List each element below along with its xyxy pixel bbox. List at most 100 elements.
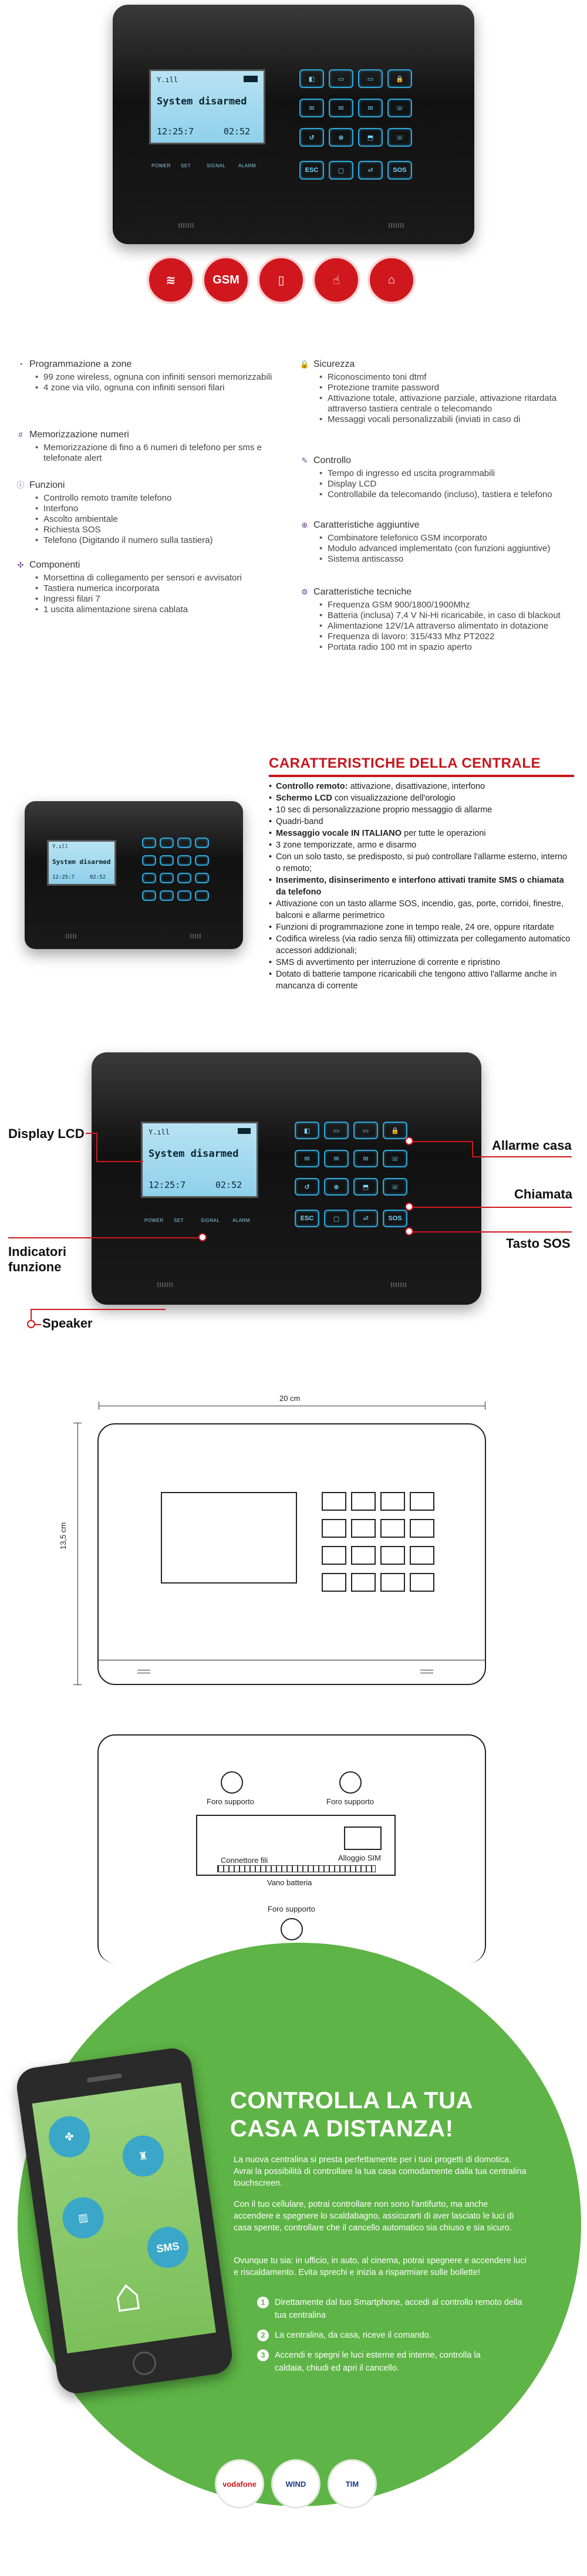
diagram-lcd-time: 12:25:7: [149, 1180, 186, 1190]
keypad-key: [351, 1492, 376, 1511]
diagram-key[interactable]: ☏: [383, 1178, 407, 1196]
feature-control: ✎Controllo Tempo di ingresso ed uscita p…: [301, 455, 575, 500]
small-key[interactable]: [195, 838, 209, 848]
feature-item: Protezione tramite password: [319, 383, 575, 393]
diagram-key[interactable]: ↺: [295, 1178, 319, 1196]
small-key[interactable]: [177, 890, 191, 901]
callout-line: [96, 1161, 143, 1162]
diagram-key[interactable]: ⏎: [353, 1210, 378, 1227]
front-keypad: [322, 1492, 439, 1594]
step-text: Direttamente dal tuo Smartphone, accedi …: [275, 2298, 522, 2320]
diagram-key[interactable]: ⊕: [324, 1178, 349, 1196]
diagram-key[interactable]: ☏: [383, 1150, 407, 1167]
key-3[interactable]: ▭: [358, 69, 383, 88]
key-4[interactable]: 🔒: [387, 69, 412, 88]
plus-circle-icon: ⊕: [301, 521, 308, 529]
sms-icon: SMS: [144, 2224, 191, 2271]
speaker-right: [190, 934, 202, 938]
feature-item: Richiesta SOS: [35, 525, 275, 535]
gsm-badge: GSM: [202, 256, 250, 304]
feature-item: Memorizzazione di fino a 6 numeri di tel…: [35, 443, 275, 464]
esc-key[interactable]: ESC: [299, 161, 324, 180]
diagram-key[interactable]: ▭: [324, 1122, 349, 1139]
caratteristiche-rule: [269, 775, 574, 777]
key-11[interactable]: ⬒: [358, 128, 383, 147]
feature-item: Display LCD: [319, 479, 575, 489]
green-paragraph-2: Con il tuo cellulare, potrai controllare…: [234, 2200, 514, 2233]
key-12[interactable]: ☏: [387, 128, 412, 147]
indicator-signal: SIGNAL: [201, 1218, 220, 1223]
small-key[interactable]: [160, 873, 174, 883]
keypad-key: [410, 1573, 434, 1592]
feature-item: 1 uscita alimentazione sirena cablata: [35, 605, 275, 615]
diagram-key[interactable]: ▭: [353, 1122, 378, 1139]
small-key[interactable]: [142, 873, 156, 883]
callout-dot: [405, 1227, 413, 1235]
callout-line: [413, 1141, 472, 1142]
small-key[interactable]: [142, 855, 156, 866]
fan-icon: ✤: [46, 2114, 93, 2160]
speaker-left: [66, 934, 77, 938]
enter-key[interactable]: ⏎: [358, 161, 383, 180]
feature-item: Batteria (inclusa) 7,4 V Ni-Hi ricaricab…: [319, 610, 575, 621]
clock-icon: ◔: [18, 360, 23, 369]
speaker-right: [391, 1282, 407, 1287]
house-icon: ⌂: [109, 2266, 145, 2322]
sos-key[interactable]: SOS: [387, 161, 412, 180]
zero-key[interactable]: ▢: [329, 161, 353, 180]
small-lcd-time: 12:25:7: [52, 875, 75, 880]
diagram-key[interactable]: ▢: [324, 1210, 349, 1227]
feature-item: Attivazione totale, attivazione parziale…: [319, 393, 575, 414]
small-key[interactable]: [160, 890, 174, 901]
diagram-key[interactable]: ◧: [295, 1122, 319, 1139]
diagram-sos-key[interactable]: SOS: [383, 1210, 407, 1227]
small-key[interactable]: [160, 838, 174, 848]
small-key[interactable]: [195, 855, 209, 866]
car-item: 3 zone temporizzate, armo e disarmo: [269, 839, 574, 851]
dim-height-tick-b: [73, 1684, 82, 1685]
key-6[interactable]: ✉: [329, 99, 353, 117]
dim-width-label: 20 cm: [279, 1394, 301, 1403]
small-key[interactable]: [177, 838, 191, 848]
label-display-lcd: Display LCD: [8, 1126, 85, 1141]
key-2[interactable]: ▭: [329, 69, 353, 88]
small-key[interactable]: [142, 890, 156, 901]
diagram-key[interactable]: ⬒: [353, 1178, 378, 1196]
small-key[interactable]: [177, 873, 191, 883]
lcd-status-text: System disarmed: [157, 96, 247, 107]
feature-item: Controllabile da telecomando (incluso), …: [319, 489, 575, 500]
key-7[interactable]: ✉: [358, 99, 383, 117]
gear-icon: ⚙: [301, 588, 308, 596]
feature-item: Interfono: [35, 504, 275, 514]
green-title-line2: CASA A DISTANZA!: [230, 2116, 454, 2142]
keypad-key: [322, 1546, 346, 1565]
signal-icon: Y.ıll: [52, 844, 69, 850]
feature-item: Ascolto ambientale: [35, 514, 275, 525]
diagram-key[interactable]: ✉: [295, 1150, 319, 1167]
feature-item: 99 zone wireless, ognuna con infiniti se…: [35, 372, 275, 383]
indicator-set: SET: [181, 163, 191, 168]
key-8[interactable]: ☏: [387, 99, 412, 117]
small-key[interactable]: [160, 855, 174, 866]
small-key[interactable]: [142, 838, 156, 848]
key-9[interactable]: ↺: [299, 128, 324, 147]
tim-logo: TIM: [328, 2459, 377, 2509]
small-key[interactable]: [177, 855, 191, 866]
indicator-power: POWER: [144, 1218, 164, 1223]
signal-icon: Y.ıll: [149, 1128, 170, 1136]
foro-label-1: Foro supporto: [207, 1797, 254, 1806]
small-key[interactable]: [195, 873, 209, 883]
key-1[interactable]: ◧: [299, 69, 324, 88]
diagram-key[interactable]: 🔒: [383, 1122, 407, 1139]
key-10[interactable]: ⊕: [329, 128, 353, 147]
diagram-key[interactable]: ✉: [353, 1150, 378, 1167]
step-1: 1 Direttamente dal tuo Smartphone, acced…: [257, 2296, 533, 2322]
feature-security: 🔒Sicurezza Riconoscimento toni dtmf Prot…: [300, 359, 575, 425]
diagram-lcd-time-right: 02:52: [215, 1180, 242, 1190]
step-number: 2: [257, 2329, 269, 2341]
small-key[interactable]: [195, 890, 209, 901]
key-5[interactable]: ✉: [299, 99, 324, 117]
keypad-key: [410, 1546, 434, 1565]
diagram-esc-key[interactable]: ESC: [295, 1210, 319, 1227]
diagram-key[interactable]: ✉: [324, 1150, 349, 1167]
